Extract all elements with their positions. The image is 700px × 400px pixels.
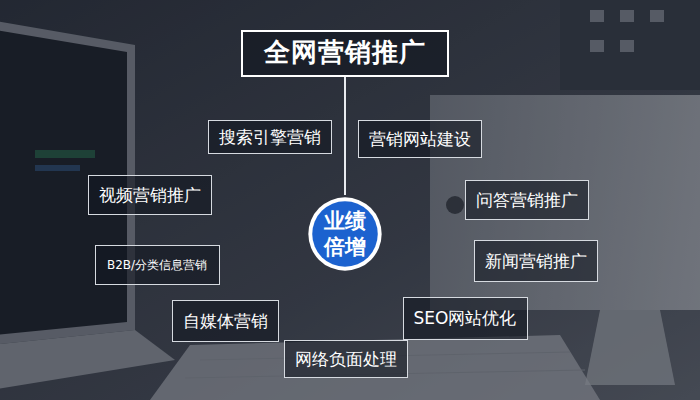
box-label: 搜索引擎营销 [219,127,321,147]
service-box: 搜索引擎营销 [208,120,332,154]
center-circle: 业绩倍增 [306,195,384,273]
box-label: B2B/分类信息营销 [107,258,207,272]
box-label: SEO网站优化 [414,308,517,328]
service-box: 网络负面处理 [284,340,408,378]
box-label: 视频营销推广 [99,185,201,205]
service-box: 新闻营销推广 [474,240,598,282]
circle-label: 业绩倍增 [323,208,366,261]
service-box: 视频营销推广 [88,175,212,215]
circle-outline [306,195,384,273]
box-label: 网络负面处理 [295,349,397,369]
circle-fill [312,201,378,267]
box-label: 营销网站建设 [369,129,471,149]
circle-ring [308,197,381,270]
service-box: 营销网站建设 [358,120,482,158]
title-box: 全网营销推广 [241,30,449,77]
service-box: B2B/分类信息营销 [95,245,220,285]
box-label: 自媒体营销 [183,311,268,331]
service-box: SEO网站优化 [403,297,528,340]
box-label: 问答营销推广 [476,190,578,210]
service-box: 自媒体营销 [172,300,279,342]
title-text: 全网营销推广 [264,37,426,68]
box-label: 新闻营销推广 [485,251,587,271]
service-box: 问答营销推广 [465,180,589,220]
connector-line [344,77,346,196]
